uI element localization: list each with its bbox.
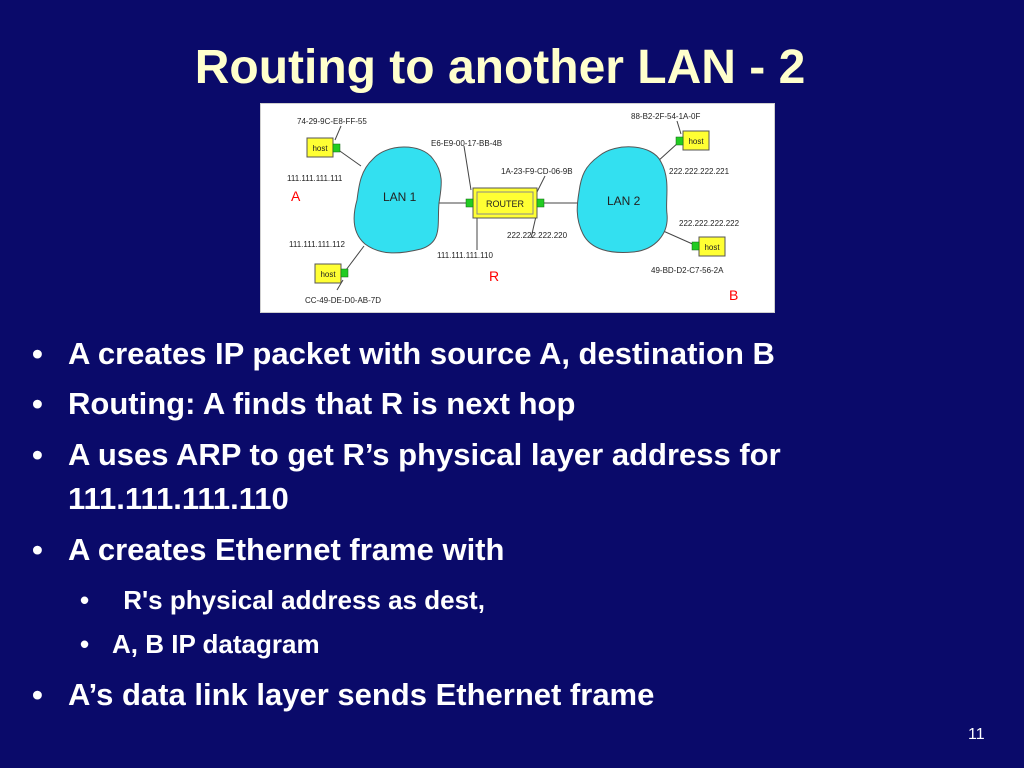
network-diagram-svg: LAN 1 LAN 2 ROUTER host host host host 7…	[287, 112, 740, 305]
sub-bullet-dot: •	[80, 629, 90, 659]
lan1-cloud	[353, 146, 442, 254]
ip-router-lan2: 222.222.222.220	[507, 231, 568, 240]
network-diagram: LAN 1 LAN 2 ROUTER host host host host 7…	[260, 103, 775, 313]
router-box	[472, 187, 538, 219]
node-label-r: R	[489, 268, 499, 284]
link-host3-lan2	[656, 141, 680, 163]
bullet-text: A uses ARP to get R’s physical layer add…	[68, 437, 781, 472]
bullet-text: Routing: A finds that R is next hop	[68, 386, 576, 421]
host-2-adapter	[340, 268, 349, 278]
ip-host-a: 111.111.111.111	[287, 174, 343, 183]
ip-router-lan1: 111.111.111.110	[437, 251, 493, 260]
mac-host-2: CC-49-DE-D0-AB-7D	[305, 296, 381, 305]
node-label-a: A	[291, 188, 301, 204]
mac-host-b: 49-BD-D2-C7-56-2A	[651, 266, 724, 275]
router-adapter-lan2	[536, 198, 545, 208]
bullet-dot: •	[32, 336, 43, 371]
bullet-text: A creates IP packet with source A, desti…	[68, 336, 775, 371]
lan2-label: LAN 2	[607, 194, 641, 208]
host-a-label: host	[312, 144, 328, 153]
host-b-adapter	[691, 241, 700, 251]
bullet-text: A creates Ethernet frame with	[68, 532, 505, 567]
host-3-adapter	[675, 136, 684, 146]
bullet-dot: •	[32, 437, 43, 472]
router-label: ROUTER	[486, 199, 525, 209]
page-number: 11	[968, 726, 985, 743]
mac-router-lan2: 1A-23-F9-CD-06-9B	[501, 167, 573, 176]
host-2-label: host	[320, 270, 336, 279]
bullet-dot: •	[32, 677, 43, 712]
router-adapter-lan1	[465, 198, 474, 208]
router-inner	[476, 191, 534, 215]
host-b-label: host	[704, 243, 720, 252]
bullet-dot: •	[32, 532, 43, 567]
ip-host-2: 111.111.111.112	[289, 240, 345, 249]
host-a-adapter	[332, 143, 341, 153]
host-3-label: host	[688, 137, 704, 146]
node-label-b: B	[729, 287, 738, 303]
ip-host-3: 222.222.222.221	[669, 167, 730, 176]
sub-bullet-text: A, B IP datagram	[112, 629, 320, 659]
lan2-cloud	[576, 146, 668, 253]
bullet-text: A’s data link layer sends Ethernet frame	[68, 677, 655, 712]
mac-host-3: 88-B2-2F-54-1A-0F	[631, 112, 700, 121]
slide-title: Routing to another LAN - 2	[194, 41, 806, 94]
mac-host-a: 74-29-9C-E8-FF-55	[297, 117, 367, 126]
sub-bullet-dot: •	[80, 585, 90, 615]
sub-bullet-text: R's physical address as dest,	[116, 585, 485, 615]
bullet-dot: •	[32, 386, 43, 421]
mac-router-lan1: E6-E9-00-17-BB-4B	[431, 139, 502, 148]
ip-host-b: 222.222.222.222	[679, 219, 740, 228]
link-host-a-lan1	[336, 148, 362, 167]
lan1-label: LAN 1	[383, 190, 417, 204]
bullet-text: 111.111.111.110	[68, 481, 289, 516]
link-host-b-lan2	[660, 229, 698, 247]
